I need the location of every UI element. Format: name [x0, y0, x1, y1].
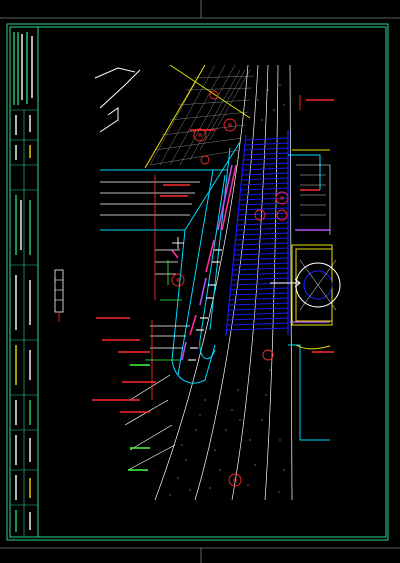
title-block [10, 32, 38, 537]
stair-edges [225, 130, 289, 336]
planting-beds [171, 164, 330, 361]
stair-treads [226, 137, 289, 331]
paving-hatch [149, 64, 255, 166]
step-marks [188, 249, 222, 361]
green-dimensions [145, 260, 182, 361]
marker-fills [176, 123, 284, 482]
annotation-labels [92, 99, 334, 471]
red-dimensions [151, 95, 301, 400]
section-markers [171, 90, 289, 487]
plaza-feature [291, 149, 341, 350]
direction-arrow-icon [270, 278, 301, 288]
upper-edges [94, 64, 251, 169]
leader-lines [100, 181, 200, 471]
scale-bar [54, 269, 64, 322]
gravel-hatch [169, 84, 285, 496]
sheet-frame [6, 23, 389, 541]
cad-cross-icon [172, 237, 184, 249]
